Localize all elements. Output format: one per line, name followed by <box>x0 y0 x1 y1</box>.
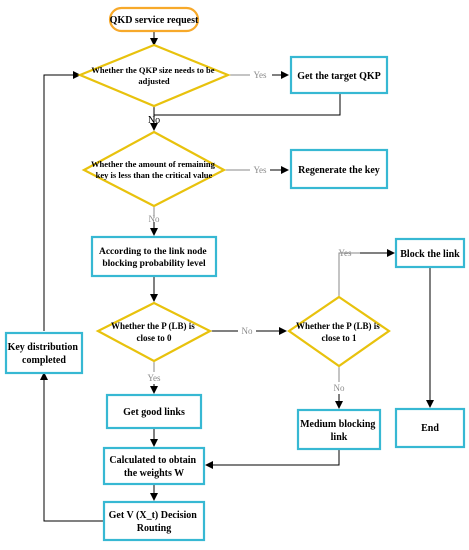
arrow-decision-to-key <box>40 372 103 522</box>
node-block-link: Block the link <box>394 237 466 269</box>
edge-label-close1-no: No <box>334 383 345 393</box>
node-start: QKD service request <box>108 6 200 33</box>
svg-text:Get V (X_t) Decision Rou: Get V (X_t) Decision Routing <box>109 510 200 534</box>
node-blocking-level: According to the link node blocking prob… <box>90 235 218 278</box>
arrow-key-loop <box>43 71 81 331</box>
node-remaining-question-line1: Whether the amount of remaining <box>91 159 216 169</box>
edge-label-close0-yes: Yes <box>147 373 161 383</box>
arrow-medium-to-weights <box>205 449 340 469</box>
node-close0-question-line1: Whether the P (LB) is <box>111 321 195 331</box>
node-start-text: QKD service request <box>110 15 199 26</box>
svg-text:Calculated to obtain the: Calculated to obtain the weights W <box>109 455 198 479</box>
arrow-target-back <box>154 93 341 116</box>
svg-text:Get good links: Get good links <box>123 407 185 418</box>
node-close1-question-line2: close to 1 <box>322 333 357 343</box>
node-target-qkp-text: Get the target QKP <box>297 71 381 82</box>
edge-label-size-yes: Yes <box>253 70 267 80</box>
svg-text:Whether the P (LB) is cl: Whether the P (LB) is close to 0 <box>111 321 197 343</box>
arrow-close1-yes <box>338 252 360 296</box>
node-key-completed-line2: completed <box>22 355 66 366</box>
edge-label-close0-no: No <box>242 326 253 336</box>
svg-text:Regenerate the key: Regenerate the key <box>298 165 380 176</box>
svg-text:End: End <box>421 423 439 434</box>
node-good-links: Get good links <box>105 393 203 430</box>
node-regenerate-text: Regenerate the key <box>298 165 380 176</box>
svg-text:Get the target QKP: Get the target QKP <box>297 71 381 82</box>
node-size-question: Whether the QKP size needs to be adjuste… <box>77 43 231 108</box>
node-close1-question-line1: Whether the P (LB) is <box>296 321 380 331</box>
node-key-completed-line1: Key distribution <box>8 342 79 353</box>
node-close0-question: Whether the P (LB) is close to 0 <box>95 301 213 363</box>
svg-text:Whether the amount of remainin: Whether the amount of remaining key is l… <box>91 159 217 180</box>
node-close1-question: Whether the P (LB) is close to 1 <box>287 295 391 368</box>
node-remaining-question-line2: key is less than the critical value <box>96 170 213 180</box>
node-good-links-text: Get good links <box>123 407 185 418</box>
node-decision-line2: Routing <box>137 523 171 534</box>
node-regenerate: Regenerate the key <box>289 148 389 190</box>
node-weights: Calculated to obtain the weights W <box>102 446 206 486</box>
svg-text:Whether the QKP size needs to: Whether the QKP size needs to be adjuste… <box>91 65 216 86</box>
node-end: End <box>394 407 466 449</box>
svg-text:According to the link node: According to the link node blocking prob… <box>99 247 209 269</box>
edge-label-remain-yes: Yes <box>253 165 267 175</box>
svg-text:Key distribution complet: Key distribution completed <box>8 342 81 366</box>
node-end-text: End <box>421 423 439 434</box>
node-decision: Get V (X_t) Decision Routing <box>102 500 206 542</box>
edge-label-remain-no: No <box>149 214 160 224</box>
node-medium-line1: Medium blocking <box>300 419 375 430</box>
svg-text:QKD service request: QKD service request <box>110 15 199 26</box>
edge-labels: Yes No Yes No No Yes Yes No <box>147 70 352 393</box>
edge-label-size-no: No <box>148 115 160 126</box>
node-remaining-question: Whether the amount of remaining key is l… <box>81 130 227 208</box>
node-weights-line1: Calculated to obtain <box>109 455 196 466</box>
node-blocking-level-line1: According to the link node <box>99 247 207 257</box>
node-weights-line2: the weights W <box>124 468 184 479</box>
node-medium-line2: link <box>331 432 348 443</box>
node-medium: Medium blocking link <box>296 408 382 451</box>
node-decision-line1: Get V (X_t) Decision <box>109 510 198 521</box>
svg-text:Block the link: Block the link <box>400 249 460 260</box>
node-close0-question-line2: close to 0 <box>137 333 172 343</box>
node-blocking-level-line2: blocking probability level <box>102 259 206 269</box>
svg-text:Medium blocking link: Medium blocking link <box>300 419 378 443</box>
node-target-qkp: Get the target QKP <box>289 55 389 95</box>
edge-label-close1-yes: Yes <box>338 248 352 258</box>
connectors <box>40 31 434 522</box>
node-size-question-line2: adjusted <box>138 76 169 86</box>
node-key-completed: Key distribution completed <box>4 331 84 375</box>
node-block-link-text: Block the link <box>400 249 460 260</box>
node-size-question-line1: Whether the QKP size needs to be <box>91 65 214 75</box>
svg-text:Whether the P (LB) is cl: Whether the P (LB) is close to 1 <box>296 321 382 343</box>
